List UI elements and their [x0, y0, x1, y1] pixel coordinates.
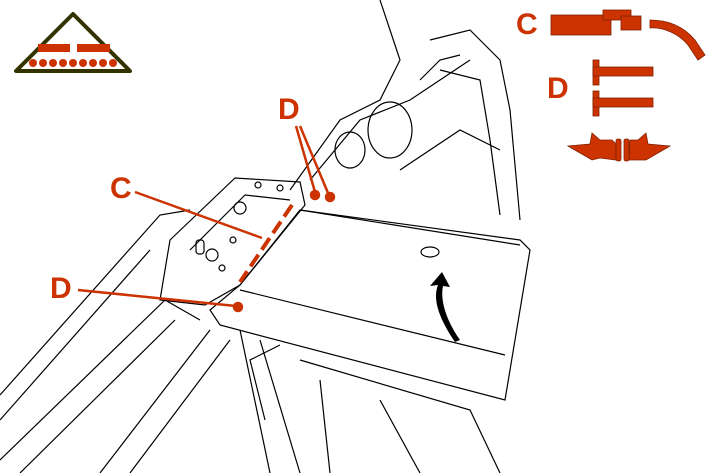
- plug-weld-icon: [592, 59, 654, 117]
- weld-seam-line: [238, 203, 294, 284]
- callout-label-d-upper: D: [278, 93, 300, 126]
- legend-label-c: C: [516, 8, 538, 41]
- legend-label-d: D: [547, 72, 569, 105]
- callout-lines: [77, 125, 336, 313]
- two-hands-icon: [566, 132, 672, 162]
- sectioning-symbol-icon: [14, 12, 132, 73]
- plug-weld-point: [324, 191, 336, 203]
- callout-label-c: C: [110, 172, 132, 205]
- plug-weld-point: [309, 189, 321, 201]
- lift-arrow-icon: [430, 272, 460, 342]
- mig-welding-torch-icon: [550, 9, 706, 61]
- plug-weld-point: [232, 301, 244, 313]
- callout-label-d-lower: D: [50, 272, 72, 305]
